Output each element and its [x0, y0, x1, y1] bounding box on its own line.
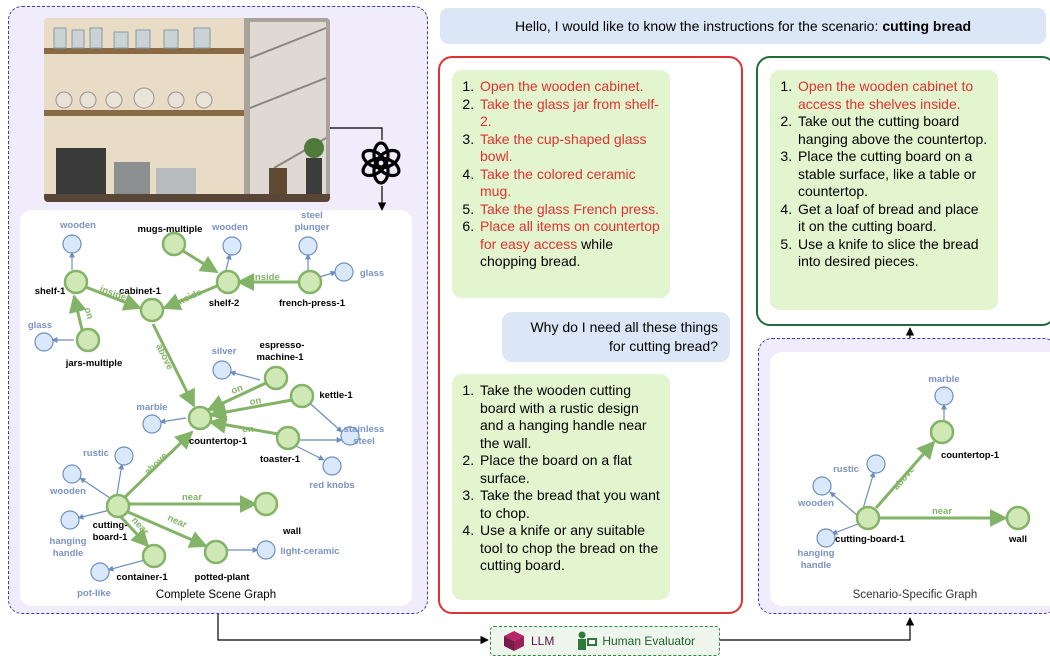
node-french-press: french-press-1 — [279, 298, 346, 309]
attr-marble: marble — [136, 402, 167, 413]
edge-mugs-shelf2 — [179, 247, 219, 274]
list-item: Place the cutting board on a stable surf… — [796, 148, 988, 201]
final-instructions-bubble: Open the wooden cabinet to access the sh… — [770, 70, 998, 310]
attr-handle: handle — [801, 560, 832, 571]
attr-wooden: wooden — [59, 220, 96, 231]
list-item: Take the colored ceramic mug. — [478, 166, 660, 201]
attr-stainless: stainless — [344, 424, 385, 435]
node-countertop: countertop-1 — [941, 450, 1000, 461]
list-item: Use a knife to slice the bread into desi… — [796, 236, 988, 271]
node-shelf2: shelf-2 — [209, 298, 240, 309]
node-potted-plant: potted-plant — [195, 572, 251, 583]
list-item: Take the glass jar from shelf-2. — [478, 96, 660, 131]
edge-label-on: on — [249, 395, 263, 408]
photo-to-logo-arrow — [330, 127, 383, 140]
edge-label-inside: inside — [252, 272, 279, 283]
evaluator-box: LLM Human Evaluator — [490, 626, 720, 656]
attr-wooden: wooden — [797, 498, 834, 509]
list-item: Open the wooden cabinet. — [478, 78, 660, 96]
specific-graph-caption: Scenario-Specific Graph — [853, 589, 978, 601]
node-kettle: kettle-1 — [319, 390, 353, 401]
edge-cutting-countertop — [122, 430, 194, 500]
complete-scene-graph: mugs-multiple shelf-1 cabinet-1 shelf-2 … — [20, 210, 412, 606]
attr-hanging: hanging — [798, 548, 835, 559]
openai-logo-icon — [361, 141, 401, 185]
edge-label-near: near — [932, 506, 952, 517]
list-item: Open the wooden cabinet to access the sh… — [796, 78, 988, 113]
list-item: Take the bread that you want to chop. — [478, 487, 660, 522]
human-evaluator-label: Human Evaluator — [602, 634, 696, 648]
evaluator-to-specific-arrow — [720, 617, 915, 641]
node-cutting-board: cutting-board-1 — [835, 534, 905, 545]
graph-to-evaluator-arrow — [217, 614, 489, 645]
node-cutting-line1: cutting- — [93, 520, 128, 531]
attr-hanging: hanging — [50, 536, 87, 547]
node-wall: wall — [1008, 534, 1027, 545]
attr-pot-like: pot-like — [77, 588, 111, 599]
attr-marble: marble — [928, 374, 959, 385]
human-evaluator-icon — [578, 631, 598, 650]
list-item: Take the cup-shaped glass bowl. — [478, 131, 660, 166]
edge-shelf1-cabinet — [82, 284, 142, 311]
edge-cabinet-countertop — [151, 323, 196, 408]
attr-silver: silver — [212, 346, 237, 357]
attr-handle: handle — [53, 548, 84, 559]
kitchen-photo — [44, 18, 330, 202]
node-jars: jars-multiple — [65, 358, 123, 369]
attr-steel: steel — [301, 210, 323, 221]
list-item: Take the wooden cutting board with a rus… — [478, 382, 660, 452]
llm-label: LLM — [531, 634, 555, 648]
node-mugs: mugs-multiple — [138, 224, 203, 235]
assistant-revised-response: Take the wooden cutting board with a rus… — [452, 374, 670, 600]
question-text: Hello, I would like to know the instruct… — [514, 18, 879, 34]
node-espresso-line2: machine-1 — [257, 352, 305, 363]
node-wall: wall — [282, 526, 301, 537]
list-item: Place the board on a flat surface. — [478, 452, 660, 487]
attr-rustic: rustic — [83, 448, 109, 459]
edge-label-near: near — [182, 492, 202, 503]
scenario-specific-graph: countertop-1 cutting-board-1 wall marble… — [770, 352, 1050, 606]
attr-plunger: plunger — [295, 222, 330, 233]
cube-icon — [504, 631, 524, 651]
edge-label-on: on — [82, 306, 96, 320]
attr-wooden: wooden — [49, 486, 86, 497]
node-cabinet: cabinet-1 — [119, 286, 161, 297]
list-item: Take out the cutting board hanging above… — [796, 113, 988, 148]
node-toaster: toaster-1 — [260, 454, 301, 465]
attr-steel: steel — [353, 436, 375, 447]
attr-red-knobs: red knobs — [309, 480, 354, 491]
attr-glass: glass — [28, 320, 52, 331]
user-question-bar: Hello, I would like to know the instruct… — [440, 8, 1046, 44]
user-followup-bubble: Why do I need all these things for cutti… — [502, 312, 730, 362]
assistant-initial-response: Open the wooden cabinet. Take the glass … — [452, 70, 670, 298]
list-item: Get a loaf of bread and place it on the … — [796, 201, 988, 236]
list-item: Use a knife or any suitable tool to chop… — [478, 522, 660, 575]
edge-label-on: on — [230, 382, 245, 396]
attr-glass: glass — [360, 268, 384, 279]
node-shelf1: shelf-1 — [35, 286, 66, 297]
edge-kettle-countertop — [208, 398, 293, 421]
attr-light-ceramic: light-ceramic — [280, 546, 339, 557]
attr-rustic: rustic — [833, 464, 859, 475]
node-countertop: countertop-1 — [189, 436, 248, 447]
edge-shelf2-cabinet — [162, 284, 218, 311]
node-cutting-line2: board-1 — [93, 532, 129, 543]
list-item: Take the glass French press. — [478, 201, 660, 219]
edge-toaster-countertop — [208, 415, 279, 436]
scenario-name: cutting bread — [882, 18, 972, 34]
node-espresso-line1: espresso- — [260, 340, 305, 351]
edge-cutting-potted — [127, 510, 208, 548]
edge-cutting-container — [118, 514, 150, 548]
node-container: container-1 — [116, 572, 168, 583]
attr-wooden: wooden — [211, 222, 248, 233]
list-item: Place all items on countertop for easy a… — [478, 218, 660, 271]
complete-graph-caption: Complete Scene Graph — [156, 589, 276, 601]
edge-label-on: on — [242, 424, 254, 435]
